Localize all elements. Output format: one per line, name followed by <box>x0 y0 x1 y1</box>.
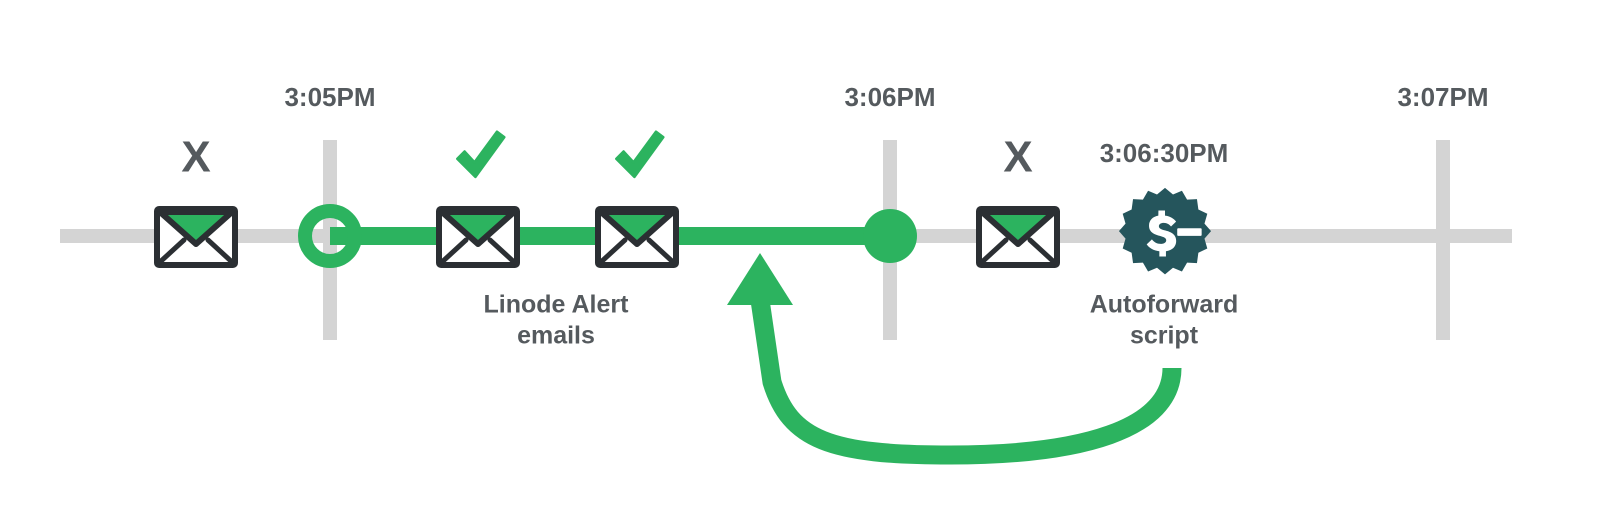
label-linode-alert-line1: Linode Alert <box>484 291 630 319</box>
tick-label-3-07pm: 3:07PM <box>1397 82 1488 112</box>
tick-label-3-05pm: 3:05PM <box>284 82 375 112</box>
envelope-icon-email-1 <box>157 209 235 265</box>
active-period-start-ring <box>298 204 362 268</box>
status-mark-check-email-3 <box>615 130 665 179</box>
label-autoforward-line2: script <box>1130 322 1199 350</box>
label-script-time: 3:06:30PM <box>1100 138 1229 168</box>
label-linode-alert-line2: emails <box>517 322 595 350</box>
label-autoforward-line1: Autoforward <box>1090 291 1239 319</box>
status-mark-x-email-4: X <box>1003 133 1032 182</box>
envelope-icon-email-3 <box>598 209 676 265</box>
active-period-end-dot <box>863 209 917 263</box>
tick-label-3-06pm: 3:06PM <box>844 82 935 112</box>
envelope-icon-email-2 <box>439 209 517 265</box>
autoforward-feedback-arrow <box>727 253 1182 465</box>
gear-dollar-icon-autoforward-script <box>1118 187 1212 275</box>
status-mark-check-email-2 <box>456 130 506 179</box>
envelope-icon-email-4 <box>979 209 1057 265</box>
tick-mark-3-07pm <box>1436 140 1450 340</box>
status-mark-x-email-1: X <box>181 133 210 182</box>
